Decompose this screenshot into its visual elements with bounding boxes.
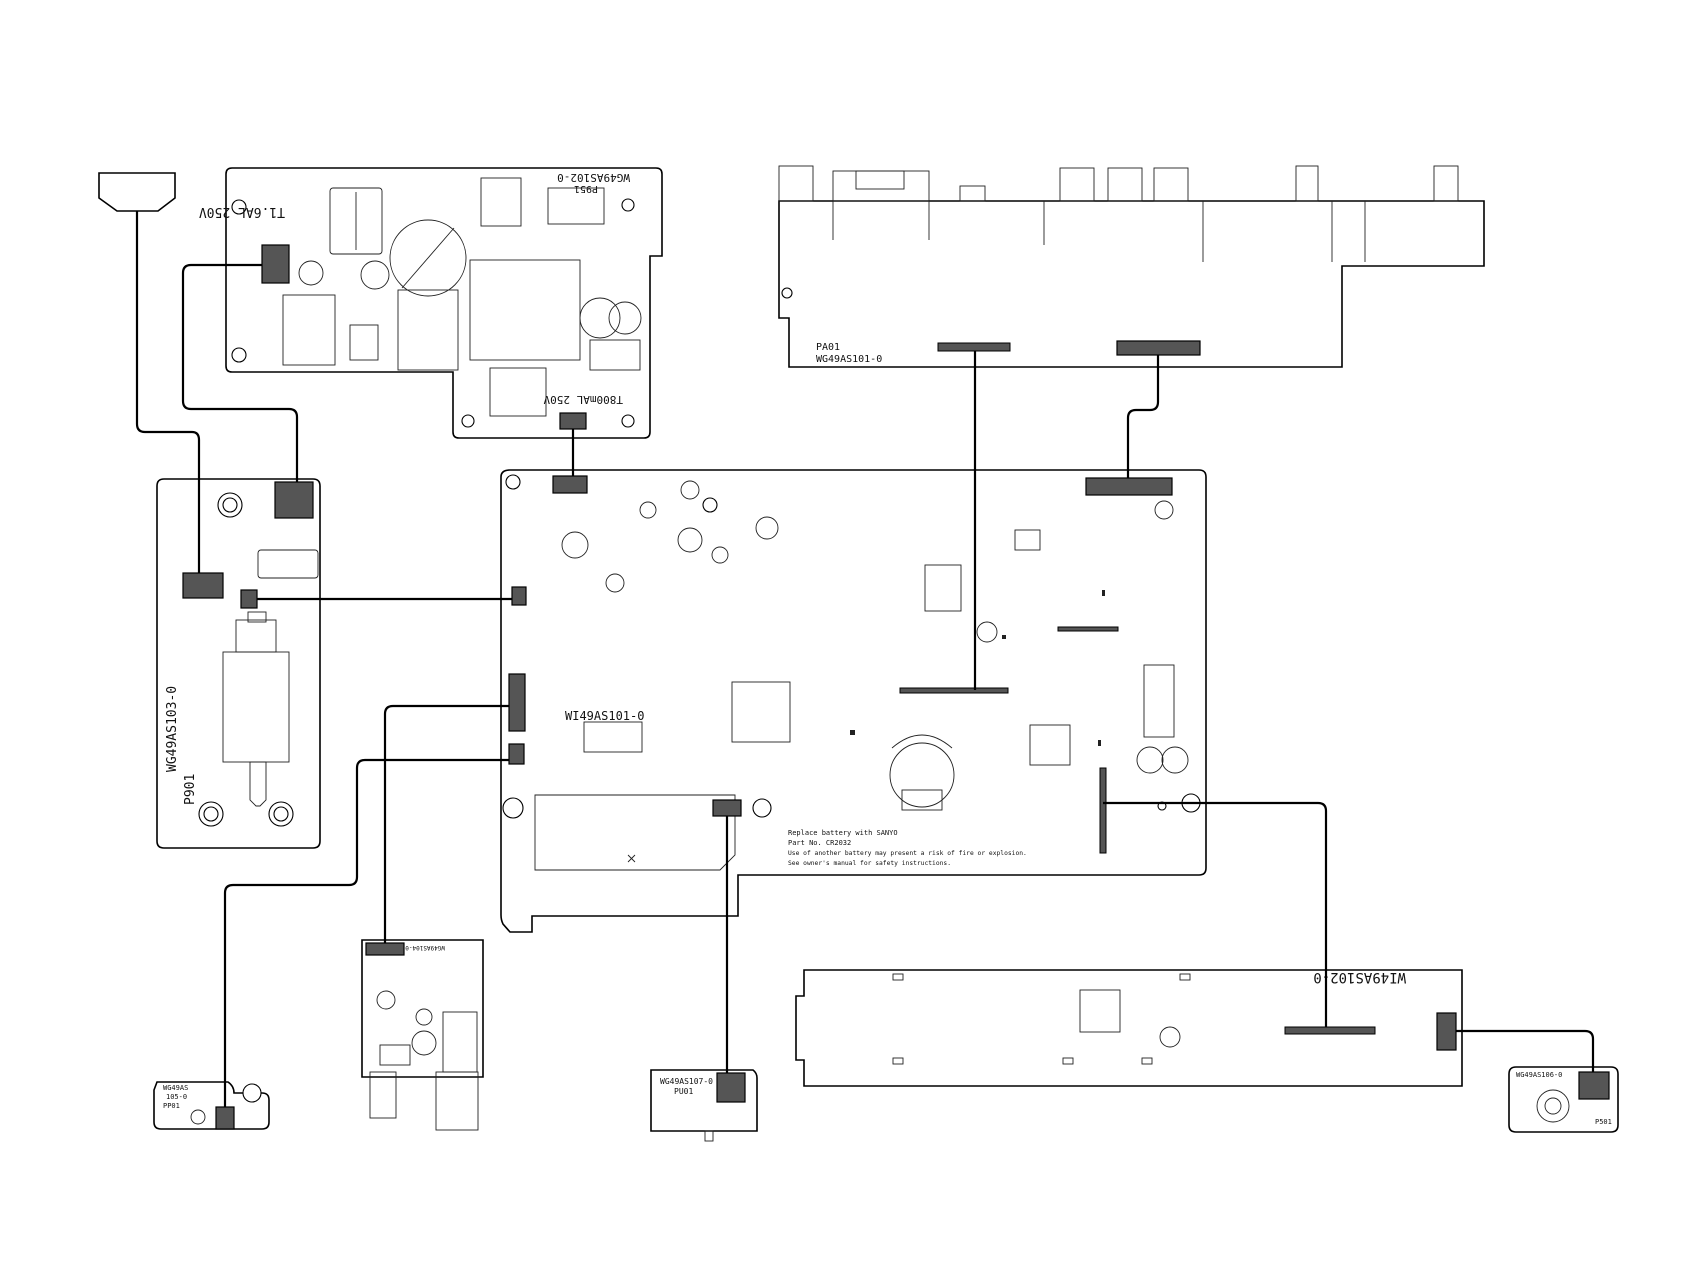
p501-connector [1578, 1071, 1610, 1100]
p901-connector-main [240, 589, 258, 609]
main-connector-av1 [899, 687, 1009, 694]
main-connector-mid [508, 673, 526, 732]
av-connector-j1 [937, 342, 1011, 352]
main-connector-pp01 [508, 743, 525, 765]
battery-notice-3: Use of another battery may present a ris… [788, 850, 1027, 857]
pu01-connector [716, 1072, 746, 1103]
power-board-ref: P951 [574, 183, 598, 194]
pp01-board: WG49AS 105-0 PP01 [153, 1081, 270, 1130]
power-connector-j2 [559, 412, 587, 430]
av-board-ref: PA01 [816, 342, 840, 353]
mid-board-part: WG49AS104-0 [405, 944, 445, 951]
p501-part: WG49AS106-0 [1516, 1071, 1562, 1079]
main-board-part: WI49AS101-0 [565, 709, 644, 723]
av-board: PA01 WG49AS101-0 [778, 165, 1485, 368]
front-board: WI49AS102-0 [795, 969, 1463, 1087]
power-connector-j1 [261, 244, 290, 284]
mid-connector [365, 942, 405, 956]
p501-ref: P501 [1595, 1118, 1612, 1126]
main-board: WI49AS101-0 Replace battery with SANYO P… [500, 469, 1207, 933]
av-board-part: WG49AS101-0 [816, 354, 882, 365]
p901-ref: P901 [183, 774, 198, 805]
main-connector-power [552, 475, 588, 494]
battery-notice-1: Replace battery with SANYO [788, 829, 898, 837]
pp01-ref: PP01 [163, 1102, 180, 1110]
p501-board: WG49AS106-0 P501 [1508, 1066, 1619, 1133]
pp01-connector [215, 1106, 235, 1130]
pu01-ref: PU01 [674, 1087, 693, 1096]
mid-board: WG49AS104-0 [361, 939, 484, 1131]
main-connector-av2 [1085, 477, 1173, 496]
ac-inlet [98, 172, 176, 212]
pu01-board: WG49AS107-0 PU01 [650, 1069, 758, 1142]
battery-notice-4: See owner's manual for safety instructio… [788, 860, 951, 867]
front-board-part: WI49AS102-0 [1313, 969, 1406, 985]
fuse2-label: T800mAL 250V [543, 393, 623, 406]
pp01-part-line1: WG49AS [163, 1084, 188, 1092]
p901-connector-power [274, 481, 314, 519]
main-connector-pu01 [712, 799, 742, 817]
fuse1-label: T1.6AL 250V [199, 204, 285, 219]
main-connector-front [1099, 767, 1107, 854]
power-board-part: WG49AS102-0 [557, 171, 630, 184]
battery-notice-2: Part No. CR2032 [788, 839, 851, 847]
pp01-part-line2: 105-0 [166, 1093, 187, 1101]
p901-board: WG49AS103-0 P901 [156, 478, 321, 849]
av-connector-j2 [1116, 340, 1201, 356]
p901-part: WG49AS103-0 [165, 686, 180, 772]
p901-connector-ac [182, 572, 224, 599]
front-connector-p501 [1436, 1012, 1457, 1051]
main-connector-lvds [1057, 626, 1119, 632]
main-connector-p901 [511, 586, 527, 606]
power-board: T1.6AL 250V T800mAL 250V WG49AS102-0 P95… [199, 167, 663, 439]
front-connector-main [1284, 1026, 1376, 1035]
wiring-harness [135, 211, 1595, 1107]
pu01-part: WG49AS107-0 [660, 1077, 713, 1086]
